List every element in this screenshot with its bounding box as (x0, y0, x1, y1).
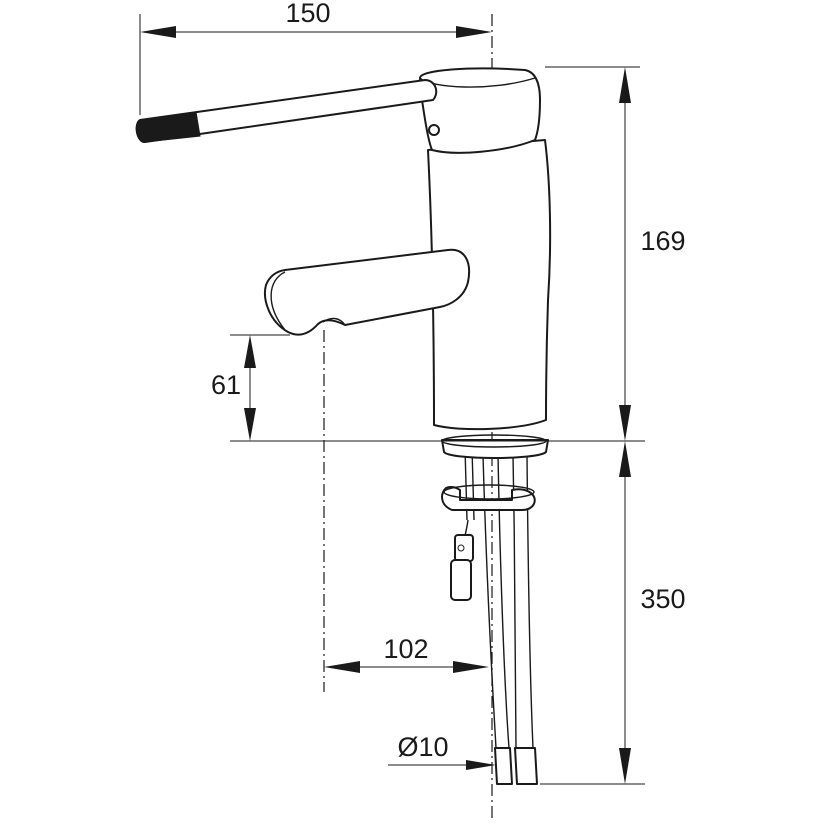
spout (264, 248, 470, 336)
mounting-clamp (441, 484, 536, 511)
base-ring (441, 434, 549, 459)
lever-handle (135, 79, 440, 143)
dimension-label-102: 102 (383, 634, 428, 664)
dimension-label-diameter-10: Ø10 (397, 732, 448, 762)
dimension-label-350: 350 (640, 584, 685, 614)
dimension-lines (139, 14, 645, 785)
dimension-label-61: 61 (211, 370, 241, 400)
lever-grip (135, 111, 201, 143)
pull-rod (450, 447, 475, 601)
dimension-label-169: 169 (640, 226, 685, 256)
faucet-body (427, 139, 552, 431)
faucet-head (419, 67, 541, 154)
dimension-label-150: 150 (285, 0, 330, 28)
